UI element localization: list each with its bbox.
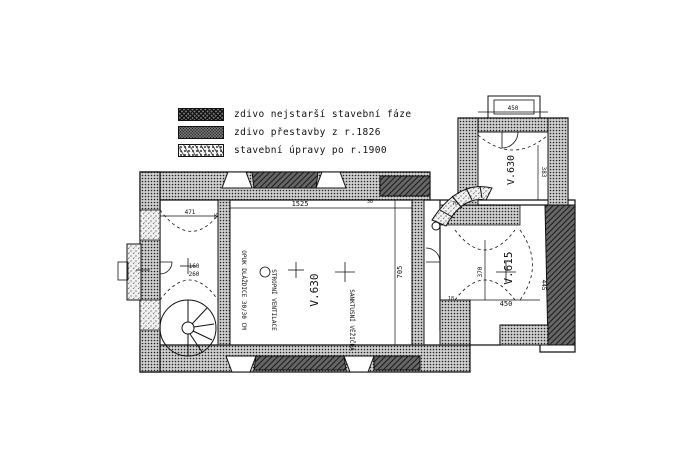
legend-item-1900: stavební úpravy po r.1900 [178,144,387,157]
east-room-walls [430,199,576,353]
oldest-wall-segments [251,171,431,371]
hatch-note: SANKTUSNÍ VĚŽIČKA [348,289,356,351]
spiral-stair-west [159,299,217,357]
north-room-code: V.630 [506,155,517,185]
west-dim-top: 471 [185,209,196,216]
legend-label: stavební úpravy po r.1900 [234,145,387,156]
misc-dim-top: 30 [367,199,373,205]
east-room-code: V.615 [502,251,515,284]
east-dim-depth: 370 [477,266,484,277]
east-dim-small: 18 [448,296,454,302]
east-dim-width: 450 [500,300,513,308]
north-dim-width: 450 [508,105,519,112]
legend-item-oldest: zdivo nejstarší stavební fáze [178,108,411,121]
legend-item-1826: zdivo přestavby z r.1826 [178,126,381,139]
east-dim-side: 445 [540,280,547,291]
north-room-walls [457,95,569,206]
legend-swatch-mid [178,126,224,139]
doors [159,131,519,275]
hall-room-code: V.630 [308,273,321,306]
center-marks [136,258,516,282]
legend-swatch-dark [178,108,224,121]
west-dim-side: 55 [212,213,218,219]
west-dim-lower2: 260 [189,271,200,278]
misc-dim-corner: 70 [452,201,458,207]
legend-label: zdivo přestavby z r.1826 [234,127,381,138]
west-annex [117,209,161,331]
legend-label: zdivo nejstarší stavební fáze [234,109,412,120]
spiral-stair-east [431,185,493,231]
hall-width-dim: 1525 [292,200,309,208]
north-dim-depth: 383 [540,167,547,178]
dimension-lines [160,111,548,346]
hall-depth-dim: 705 [396,266,404,279]
west-dim-lower: 160 [189,263,200,270]
ceiling-note: STROPNÍ VENTILACE [270,269,278,331]
legend-swatch-light [178,144,224,157]
oculus-note: OPUK DLÁŽDICE 30/30 CM [240,250,248,330]
